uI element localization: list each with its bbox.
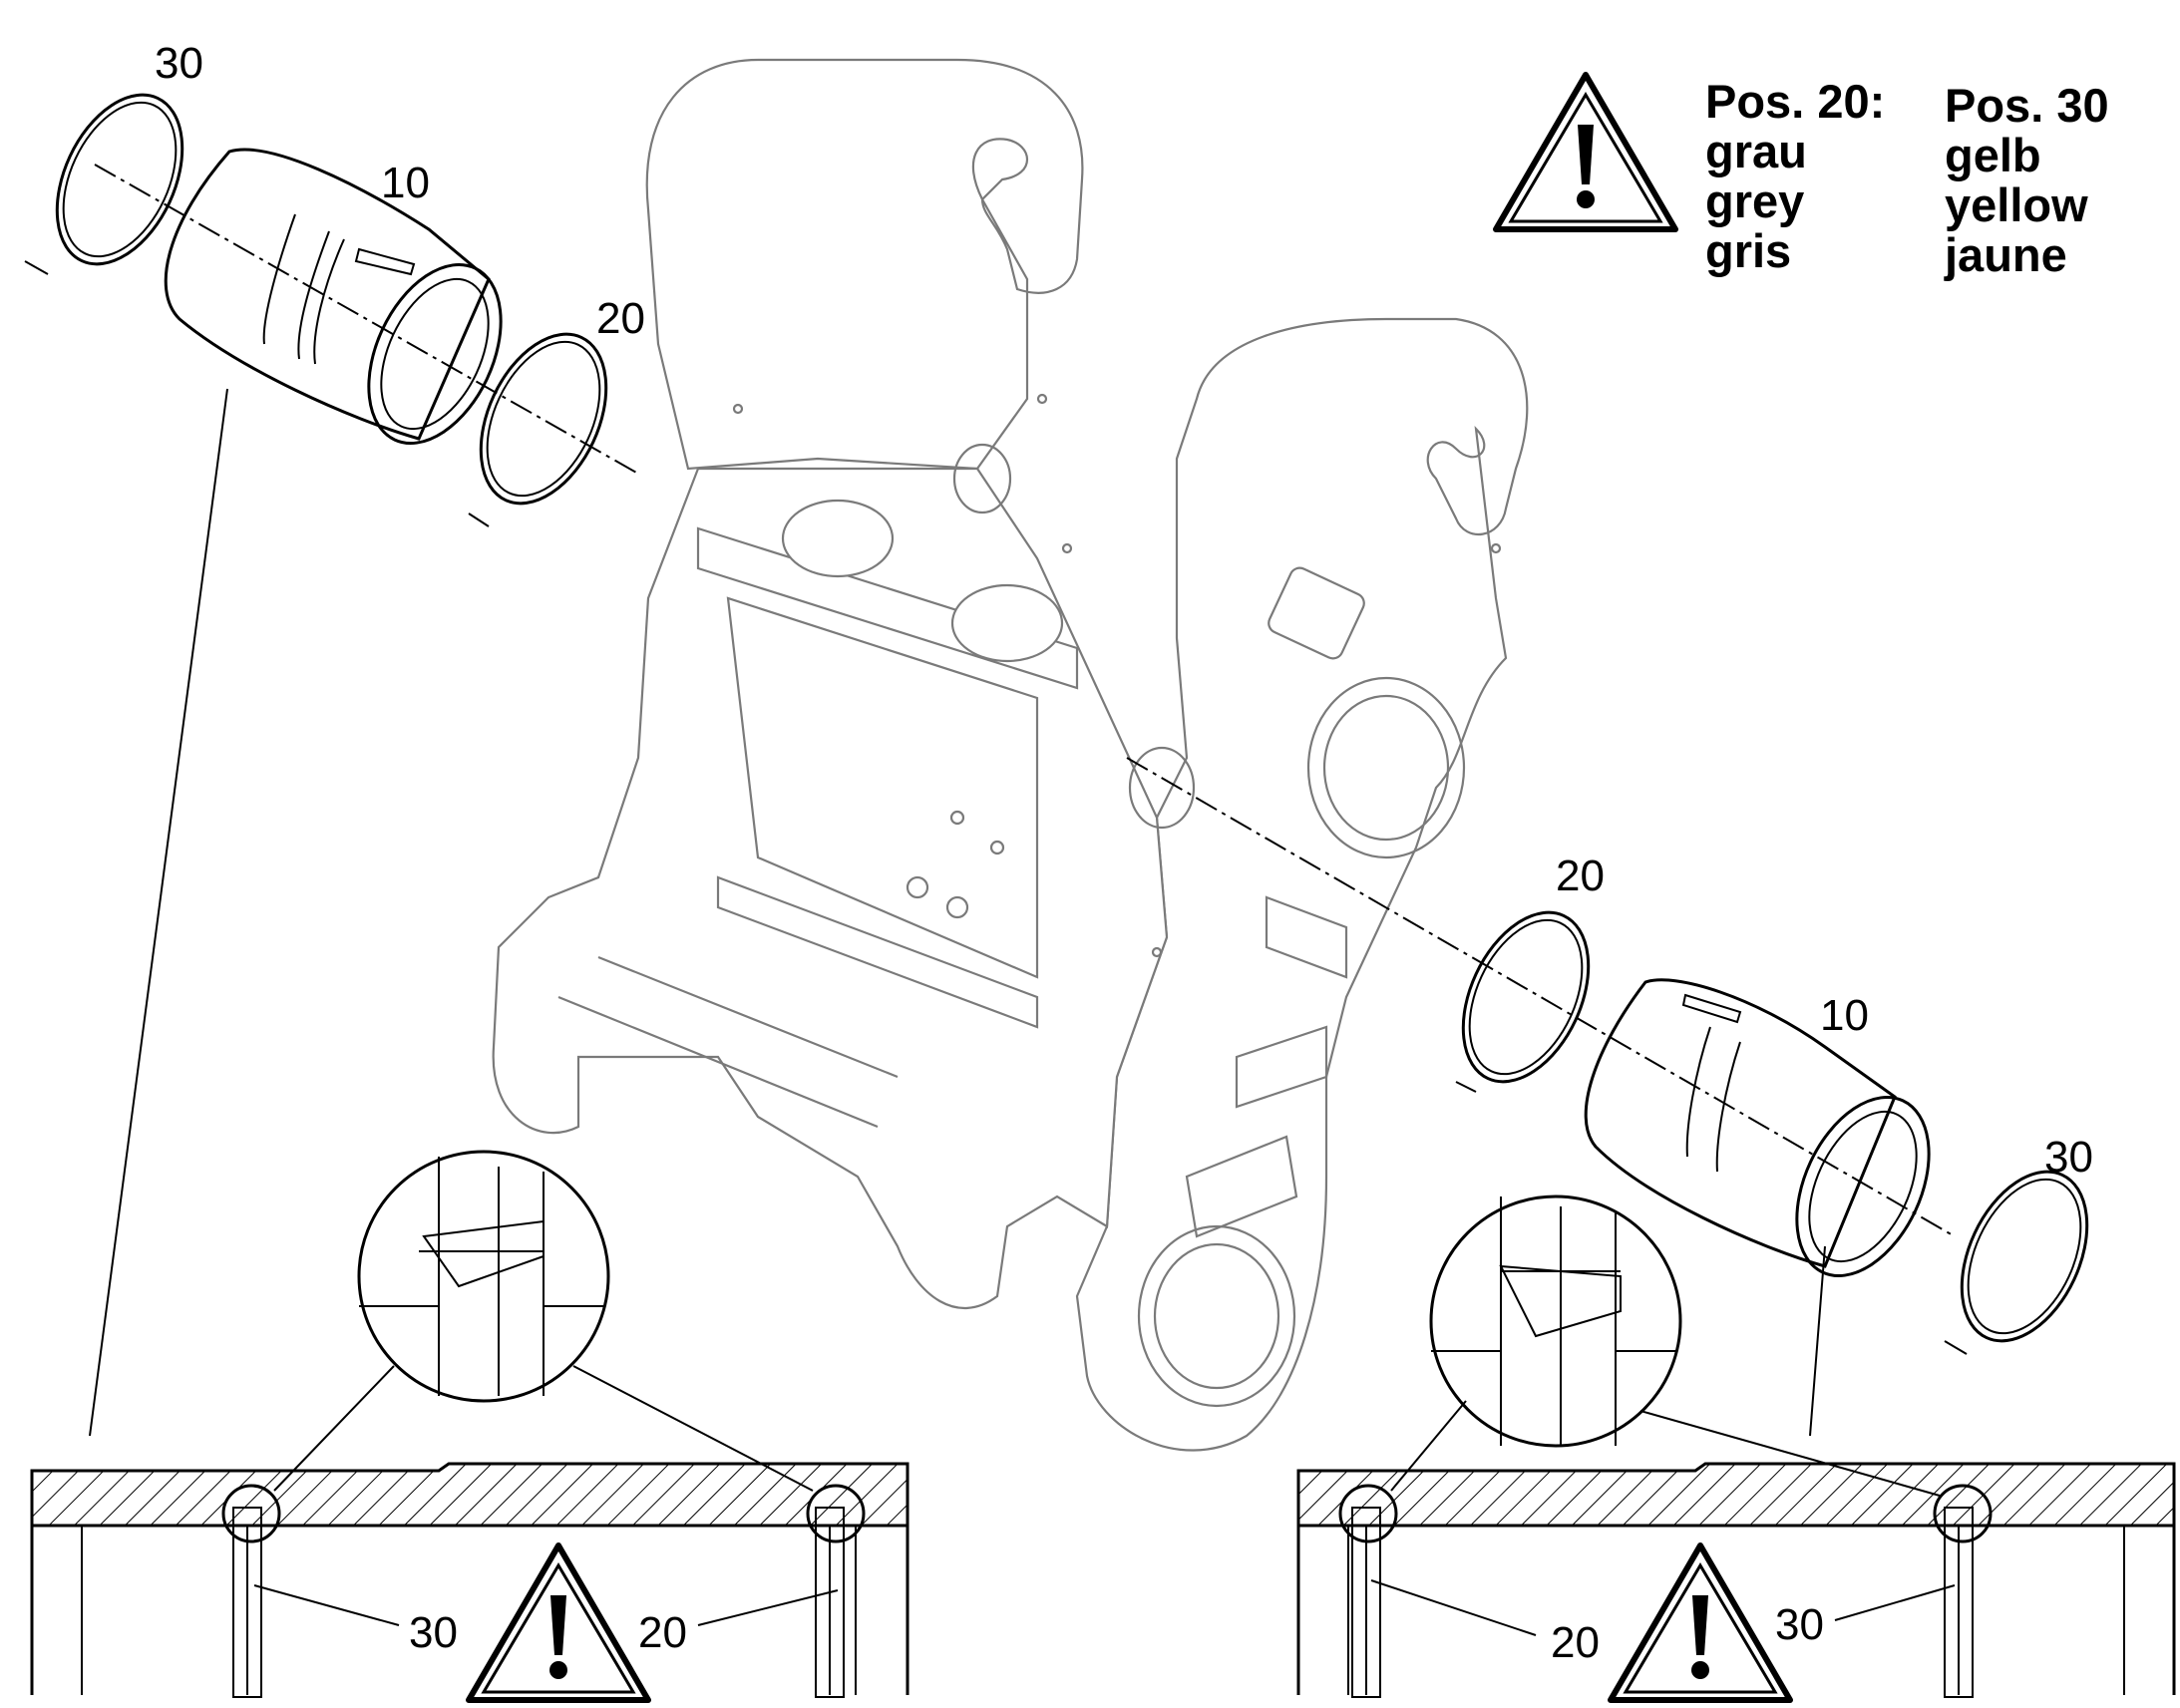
center-line-left (94, 164, 639, 475)
pos20-line-2: grey (1705, 174, 1804, 227)
label-bushing-10-left: 10 (381, 159, 430, 207)
pos30-line-2: yellow (1945, 178, 2088, 231)
pos30-title: Pos. 30 (1945, 79, 2109, 132)
label-section-left-30: 30 (409, 1608, 458, 1657)
bushing-10-right (1584, 978, 1931, 1278)
label-ring-20-left: 20 (596, 294, 645, 343)
pos20-title: Pos. 20: (1705, 75, 1885, 128)
pos30-line-1: gelb (1945, 129, 2041, 181)
label-ring-30-right: 30 (2044, 1133, 2093, 1182)
label-ring-30-top-left: 30 (155, 39, 203, 88)
warning-note: Pos. 20: grau grey gris Pos. 30 gelb yel… (1705, 75, 2109, 281)
ring-30-right (1944, 1170, 2089, 1355)
label-section-right-20: 20 (1551, 1618, 1600, 1667)
label-section-left-20: 20 (638, 1608, 687, 1657)
warning-icon (1493, 72, 1678, 232)
pos20-line-1: grau (1705, 125, 1807, 177)
warning-icon (466, 1542, 651, 1703)
ring-20-left (468, 332, 608, 527)
quick-coupler-body (492, 58, 1529, 1452)
section-view-right (1296, 1195, 2176, 1698)
warning-icon (1608, 1542, 1793, 1703)
pos20-line-3: gris (1705, 224, 1791, 277)
pos30-line-3: jaune (1944, 228, 2067, 281)
label-ring-20-right: 20 (1556, 852, 1605, 900)
ring-20-right (1455, 910, 1591, 1093)
label-bushing-10-right: 10 (1820, 991, 1869, 1040)
label-section-right-30: 30 (1775, 1600, 1824, 1649)
bushing-10-left (164, 148, 503, 446)
section-view-left (30, 388, 909, 1698)
ring-30-left (24, 93, 184, 275)
